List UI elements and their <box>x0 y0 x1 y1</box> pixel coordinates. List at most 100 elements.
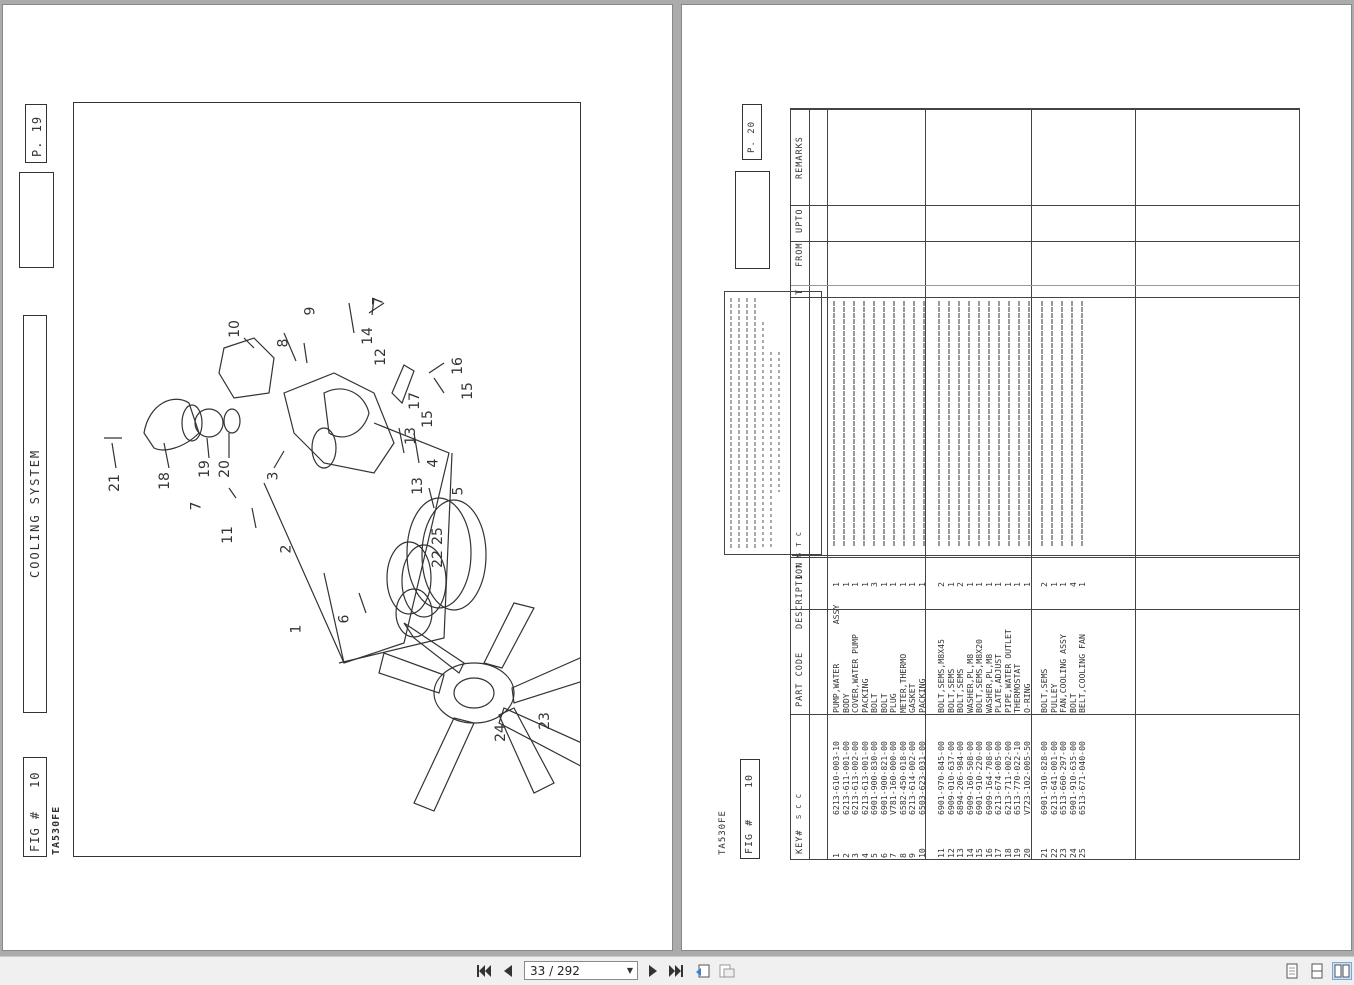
single-page-view-button[interactable] <box>1283 962 1301 980</box>
description-21: BOLT,SEMS <box>1039 668 1049 713</box>
part-code-1: 6213-610-003-10 <box>831 741 841 815</box>
qty-5: 3 <box>869 582 879 587</box>
part-code-20: V723-102-005-50 <box>1021 741 1032 815</box>
callout-9: 9 <box>302 306 319 316</box>
part-code-15: 6901-910-220-00 <box>974 741 984 815</box>
qty-20: 1 <box>1021 582 1032 587</box>
key-13: 13 <box>955 848 965 858</box>
key-9: 9 <box>907 853 917 858</box>
description-20: O-RING <box>1021 683 1032 713</box>
part-code-7: V781-160-000-00 <box>888 741 898 815</box>
part-code-5: 6901-900-830-00 <box>869 741 879 815</box>
qty-19: 1 <box>1012 582 1022 587</box>
section-title-box: COOLING SYSTEM <box>23 315 47 713</box>
description-5: BOLT <box>869 693 879 713</box>
callout-18: 18 <box>156 472 173 490</box>
key-3: 3 <box>850 853 860 858</box>
description-10: PACKING <box>916 678 927 713</box>
part-code-9: 6213-614-002-00 <box>907 741 917 815</box>
callout-15a: 15 <box>419 410 436 428</box>
right-page: P. 20 FIG # 10 TA530FE KEY# PART CODE DE… <box>681 4 1352 951</box>
fig-label: FIG # <box>744 818 755 854</box>
water-pump-exploded-diagram <box>104 297 580 812</box>
continuous-view-button[interactable] <box>1308 962 1326 980</box>
key-25: 25 <box>1077 848 1087 858</box>
fig-number: 10 <box>28 771 42 788</box>
callout-3: 3 <box>265 471 282 481</box>
callout-1: 1 <box>288 624 305 634</box>
description-23: FAN,COOLING ASSY <box>1058 634 1068 713</box>
first-page-button[interactable] <box>476 962 492 980</box>
qty-21: 2 <box>1039 582 1049 587</box>
section-title: COOLING SYSTEM <box>28 448 42 578</box>
first-page-icon <box>477 965 491 977</box>
callout-24: 24 <box>492 724 509 742</box>
part-code-11: 6901-970-845-00 <box>936 741 946 815</box>
pdf-toolbar: 33 / 292 ▼ <box>0 956 1354 985</box>
description-25: BELT,COOLING FAN <box>1077 634 1087 713</box>
last-page-icon <box>669 965 683 977</box>
callout-20: 20 <box>216 460 233 478</box>
callout-19: 19 <box>196 460 213 478</box>
two-page-view-button[interactable] <box>1332 962 1352 980</box>
left-page: P. 19 COOLING SYSTEM FIG # 10 TA530FE <box>2 4 673 951</box>
prev-page-button[interactable] <box>500 962 516 980</box>
single-page-icon <box>1286 963 1298 979</box>
description-11: BOLT,SEMS,M8X45 <box>936 639 946 713</box>
model-code: TA530FE <box>51 805 62 855</box>
callout-12: 12 <box>372 348 389 366</box>
go-back-button[interactable] <box>694 962 712 980</box>
header-from: FROM <box>795 242 805 267</box>
qty-13: 2 <box>955 582 965 587</box>
key-7: 7 <box>888 853 898 858</box>
next-page-button[interactable] <box>645 962 661 980</box>
group-1-keys: 1 <box>831 853 841 858</box>
key-11: 11 <box>936 848 946 858</box>
key-10: 10 <box>916 848 927 858</box>
callout-17: 17 <box>406 392 423 410</box>
callout-8: 8 <box>275 338 292 348</box>
callout-10: 10 <box>226 320 243 338</box>
diagram-frame: 1 2 3 4 5 6 7 7 8 9 10 11 12 13 13 14 15… <box>73 102 581 857</box>
callout-15b: 15 <box>459 382 476 400</box>
part-code-10: 6503-623-031-00 <box>916 741 927 815</box>
fig-number: 10 <box>744 773 755 788</box>
go-forward-button[interactable] <box>718 962 736 980</box>
key-1: 1 <box>831 853 841 858</box>
header-scc: S C C <box>795 792 803 819</box>
callout-14: 14 <box>359 327 376 345</box>
description-9: GASKET <box>907 683 917 713</box>
parts-table: KEY# PART CODE DESCRIPTION FROM UPTO REM… <box>790 108 1300 860</box>
header-part-code: PART CODE <box>795 651 805 707</box>
page-indicator: 33 / 292 <box>530 963 580 978</box>
zero-texture-3 <box>1038 297 1098 551</box>
fig-label: FIG # <box>28 810 42 852</box>
page-number: P. 20 <box>747 120 757 153</box>
part-code-3: 6213-613-002-00 <box>850 741 860 815</box>
key-5: 5 <box>869 853 879 858</box>
qty-10: 1 <box>916 582 927 587</box>
callout-6: 6 <box>336 614 353 624</box>
callout-22: 22 <box>429 550 446 568</box>
last-page-button[interactable] <box>668 962 684 980</box>
go-forward-icon <box>719 964 735 978</box>
page-number: P. 19 <box>30 115 44 157</box>
header-remarks: REMARKS <box>795 136 805 179</box>
description-13: BOLT,SEMS <box>955 668 965 713</box>
part-code-13: 6894-206-984-00 <box>955 741 965 815</box>
part-code-19: 6513-770-022-10 <box>1012 741 1022 815</box>
callout-13b: 13 <box>409 477 426 495</box>
page-number-box: P. 19 <box>25 104 47 163</box>
callout-16: 16 <box>449 357 466 375</box>
prev-page-icon <box>504 965 512 977</box>
fig-box: FIG # 10 <box>23 757 47 857</box>
key-23: 23 <box>1058 848 1068 858</box>
page-selector[interactable]: 33 / 292 ▼ <box>524 961 638 980</box>
next-page-icon <box>649 965 657 977</box>
blank-box <box>735 171 770 269</box>
callout-13a: 13 <box>402 427 419 445</box>
qty-9: 1 <box>907 582 917 587</box>
go-back-icon <box>696 964 710 978</box>
serial-code-box <box>724 291 822 555</box>
callout-21: 21 <box>106 474 123 492</box>
